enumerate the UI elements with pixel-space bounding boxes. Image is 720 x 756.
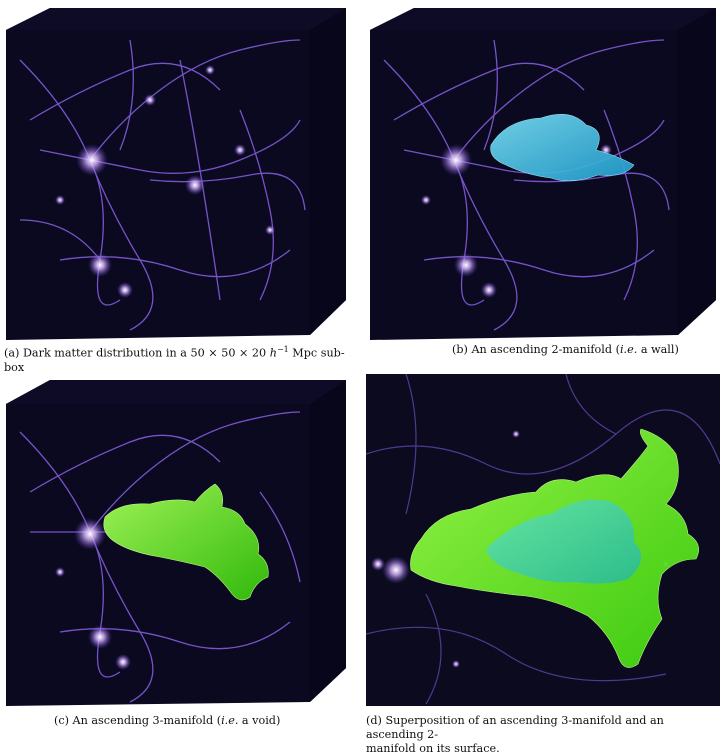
- caption-c: (c) An ascending 3-manifold (i.e. a void…: [54, 714, 281, 727]
- caption-b: (b) An ascending 2-manifold (i.e. a wall…: [452, 343, 679, 356]
- void-surface: [103, 483, 269, 601]
- panel-b-wall-manifold: [366, 0, 720, 340]
- panel-a-dark-matter-box: [0, 0, 360, 340]
- wall-surface-closeup: [486, 499, 642, 584]
- halo-points: [55, 65, 275, 298]
- panel-d-superposition: [366, 374, 720, 706]
- caption-d-line2: manifold on its surface.: [366, 742, 500, 755]
- caption-d: (d) Superposition of an ascending 3-mani…: [366, 714, 720, 756]
- wall-surface: [490, 113, 635, 182]
- caption-d-line1: (d) Superposition of an ascending 3-mani…: [366, 714, 664, 741]
- panel-c-void-manifold: [0, 372, 360, 706]
- caption-a: (a) Dark matter distribution in a 50 × 5…: [4, 345, 345, 374]
